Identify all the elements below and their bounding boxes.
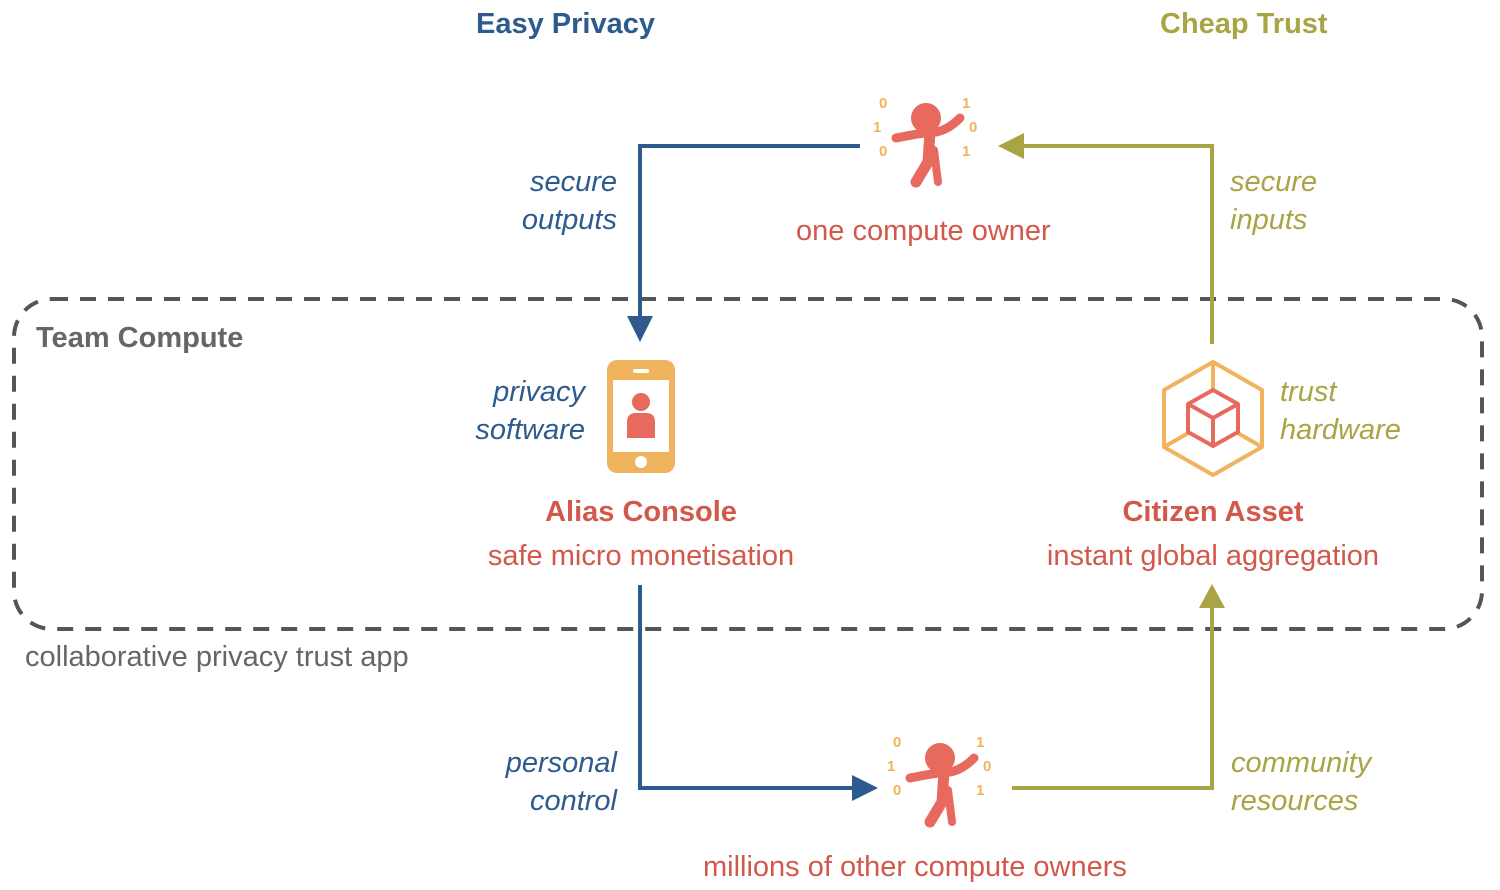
arrowhead-down	[627, 316, 653, 342]
group-title-team-compute: Team Compute	[36, 322, 244, 354]
svg-text:1: 1	[873, 119, 881, 136]
svg-text:1: 1	[976, 734, 984, 751]
person-icon-one-owner	[891, 103, 965, 188]
node-subtitle-alias-console: safe micro monetisation	[487, 540, 795, 572]
side-label-trust-hardware: trust hardware	[1280, 373, 1401, 449]
arrowhead-secure-inputs	[998, 133, 1024, 159]
node-title-citizen-asset: Citizen Asset	[1122, 496, 1304, 528]
edge-label-secure-outputs: secure outputs	[522, 163, 617, 239]
edge-label-line: inputs	[1230, 204, 1308, 236]
side-label-line: privacy	[493, 376, 585, 408]
side-label-privacy-software: privacy software	[475, 373, 585, 449]
edge-label-community-resources: community resources	[1231, 744, 1371, 820]
side-label-line: software	[475, 414, 585, 446]
svg-text:1: 1	[962, 143, 970, 160]
arrowhead-community-resources	[1199, 584, 1225, 608]
svg-text:0: 0	[879, 143, 887, 160]
header-cheap-trust: Cheap Trust	[1160, 8, 1328, 40]
header-easy-privacy: Easy Privacy	[476, 8, 655, 40]
svg-text:0: 0	[893, 734, 901, 751]
group-caption: collaborative privacy trust app	[25, 641, 409, 673]
edge-label-personal-control: personal control	[506, 744, 617, 820]
edge-label-secure-inputs: secure inputs	[1230, 163, 1317, 239]
svg-text:1: 1	[976, 782, 984, 799]
edge-label-line: control	[529, 785, 617, 817]
side-label-line: trust	[1280, 376, 1337, 408]
edge-label-line: outputs	[521, 204, 617, 236]
binary-digits-many-owners: 0 1 0 1 0 1	[887, 734, 991, 799]
node-title-alias-console: Alias Console	[545, 496, 737, 528]
edge-personal-control	[638, 585, 858, 790]
edge-label-line: personal	[505, 747, 617, 779]
edge-label-line: resources	[1231, 785, 1359, 817]
side-label-line: hardware	[1280, 414, 1401, 446]
svg-text:1: 1	[962, 95, 970, 112]
edge-label-line: community	[1231, 747, 1372, 779]
svg-text:0: 0	[879, 95, 887, 112]
hexagon-cube-icon	[1162, 360, 1264, 477]
svg-text:1: 1	[887, 758, 895, 775]
node-label-many-compute-owners: millions of other compute owners	[703, 851, 1127, 883]
binary-digits-one-owner: 0 1 0 1 0 1	[873, 95, 977, 160]
smartphone-user-icon	[607, 360, 675, 473]
arrowhead-personal-control	[852, 775, 878, 801]
svg-text:0: 0	[969, 119, 977, 136]
team-compute-group-box	[12, 297, 1484, 631]
node-subtitle-citizen-asset: instant global aggregation	[1046, 540, 1380, 572]
person-icon-many-owners	[905, 743, 979, 828]
node-label-one-compute-owner: one compute owner	[796, 215, 1051, 247]
edge-secure-inputs	[1018, 144, 1214, 344]
edge-community-resources	[1012, 604, 1214, 790]
svg-text:0: 0	[983, 758, 991, 775]
edge-label-line: secure	[529, 166, 617, 198]
edge-label-line: secure	[1230, 166, 1318, 198]
edge-secure-outputs	[638, 144, 860, 322]
svg-text:0: 0	[893, 782, 901, 799]
